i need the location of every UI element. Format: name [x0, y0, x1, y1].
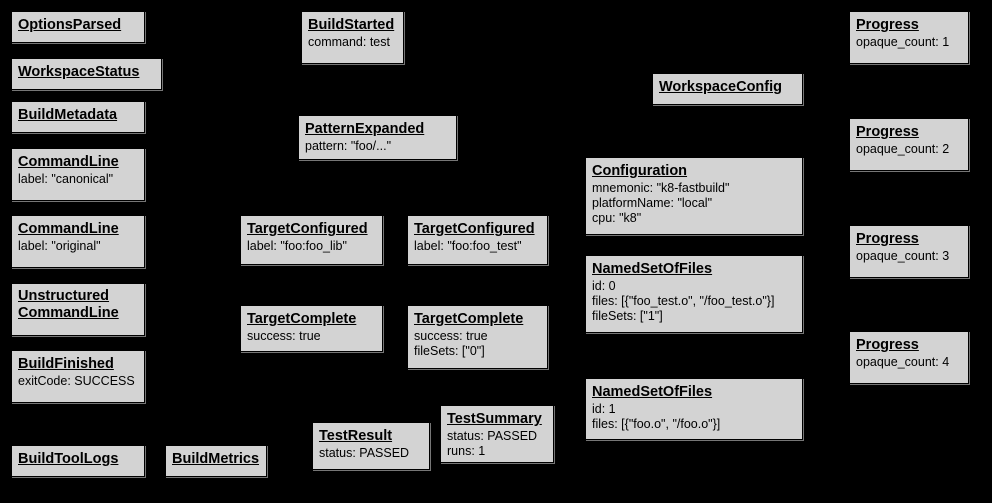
node-fields: mnemonic: "k8-fastbuild"platformName: "l…	[592, 181, 796, 226]
node-title: WorkspaceStatus	[18, 64, 140, 80]
node-title: WorkspaceConfig	[659, 79, 783, 95]
node-field: id: 1	[592, 402, 616, 416]
node-title: TargetConfigured	[414, 221, 535, 237]
node-progress-4[interactable]: Progress opaque_count: 4	[849, 331, 969, 384]
node-fields: opaque_count: 4	[856, 355, 962, 370]
node-fields: exitCode: SUCCESS	[18, 374, 138, 389]
node-command-line-original[interactable]: CommandLine label: "original"	[11, 215, 145, 268]
node-title: NamedSetOfFiles	[592, 384, 713, 400]
node-field: label: "canonical"	[18, 172, 114, 186]
node-fields: pattern: "foo/..."	[305, 139, 450, 154]
node-title: BuildStarted	[308, 17, 395, 33]
node-workspace-config[interactable]: WorkspaceConfig	[652, 73, 803, 105]
node-title: Progress	[856, 17, 919, 33]
node-title: Unstructured	[18, 288, 110, 304]
node-field: label: "foo:foo_test"	[414, 239, 522, 253]
node-title: TestResult	[319, 428, 393, 444]
node-title: TargetComplete	[247, 311, 357, 327]
node-fields: label: "foo:foo_test"	[414, 239, 541, 254]
node-command-line-canonical[interactable]: CommandLine label: "canonical"	[11, 148, 145, 201]
node-field: status: PASSED	[319, 446, 410, 460]
node-workspace-status[interactable]: WorkspaceStatus	[11, 58, 162, 90]
node-fields: status: PASSED	[319, 446, 423, 461]
node-target-configured-foo-lib[interactable]: TargetConfigured label: "foo:foo_lib"	[240, 215, 383, 265]
node-field: label: "original"	[18, 239, 101, 253]
node-progress-2[interactable]: Progress opaque_count: 2	[849, 118, 969, 171]
node-fields: label: "foo:foo_lib"	[247, 239, 376, 254]
node-field: status: PASSED	[447, 429, 538, 443]
node-field: fileSets: ["1"]	[592, 309, 663, 323]
node-field: exitCode: SUCCESS	[18, 374, 135, 388]
node-title: CommandLine	[18, 221, 119, 237]
node-title: TargetComplete	[414, 311, 524, 327]
node-title: BuildMetadata	[18, 107, 118, 123]
node-build-finished[interactable]: BuildFinished exitCode: SUCCESS	[11, 350, 145, 403]
node-fields: label: "canonical"	[18, 172, 138, 187]
node-fields: opaque_count: 2	[856, 142, 962, 157]
node-build-metrics[interactable]: BuildMetrics	[165, 445, 267, 477]
node-fields: success: true	[247, 329, 376, 344]
node-field: opaque_count: 4	[856, 355, 950, 369]
node-fields: opaque_count: 3	[856, 249, 962, 264]
node-build-started[interactable]: BuildStarted command: test	[301, 11, 404, 64]
node-fields: label: "original"	[18, 239, 138, 254]
node-title: TestSummary	[447, 411, 542, 427]
node-title: PatternExpanded	[305, 121, 425, 137]
node-fields: command: test	[308, 35, 397, 50]
node-options-parsed[interactable]: OptionsParsed	[11, 11, 145, 43]
node-title: Progress	[856, 124, 919, 140]
node-title: Progress	[856, 337, 919, 353]
node-field: cpu: "k8"	[592, 211, 642, 225]
node-field: fileSets: ["0"]	[414, 344, 485, 358]
node-field: command: test	[308, 35, 390, 49]
node-title: BuildMetrics	[172, 451, 260, 467]
node-target-configured-foo-test[interactable]: TargetConfigured label: "foo:foo_test"	[407, 215, 548, 265]
node-field: opaque_count: 1	[856, 35, 950, 49]
node-field: id: 0	[592, 279, 616, 293]
node-progress-3[interactable]: Progress opaque_count: 3	[849, 225, 969, 278]
node-pattern-expanded[interactable]: PatternExpanded pattern: "foo/..."	[298, 115, 457, 160]
node-title: Progress	[856, 231, 919, 247]
node-field: platformName: "local"	[592, 196, 713, 210]
node-title-continued: CommandLine	[18, 305, 119, 321]
node-configuration[interactable]: Configuration mnemonic: "k8-fastbuild"pla…	[585, 157, 803, 235]
node-field: pattern: "foo/..."	[305, 139, 392, 153]
node-build-tool-logs[interactable]: BuildToolLogs	[11, 445, 145, 477]
node-fields: opaque_count: 1	[856, 35, 962, 50]
node-field: files: [{"foo.o", "/foo.o"}]	[592, 417, 721, 431]
node-field: opaque_count: 3	[856, 249, 950, 263]
node-progress-1[interactable]: Progress opaque_count: 1	[849, 11, 969, 64]
node-title: OptionsParsed	[18, 17, 122, 33]
node-title: TargetConfigured	[247, 221, 368, 237]
node-field: files: [{"foo_test.o", "/foo_test.o"}]	[592, 294, 775, 308]
node-target-complete-lib[interactable]: TargetComplete success: true	[240, 305, 383, 352]
node-title: BuildToolLogs	[18, 451, 119, 467]
node-field: success: true	[247, 329, 321, 343]
node-field: mnemonic: "k8-fastbuild"	[592, 181, 730, 195]
node-test-result[interactable]: TestResult status: PASSED	[312, 422, 430, 470]
node-field: opaque_count: 2	[856, 142, 950, 156]
node-field: success: true	[414, 329, 488, 343]
node-title: NamedSetOfFiles	[592, 261, 713, 277]
node-build-metadata[interactable]: BuildMetadata	[11, 101, 145, 133]
node-field: runs: 1	[447, 444, 486, 458]
node-field: label: "foo:foo_lib"	[247, 239, 347, 253]
node-title: Configuration	[592, 163, 688, 179]
node-title: BuildFinished	[18, 356, 114, 372]
node-title: CommandLine	[18, 154, 119, 170]
